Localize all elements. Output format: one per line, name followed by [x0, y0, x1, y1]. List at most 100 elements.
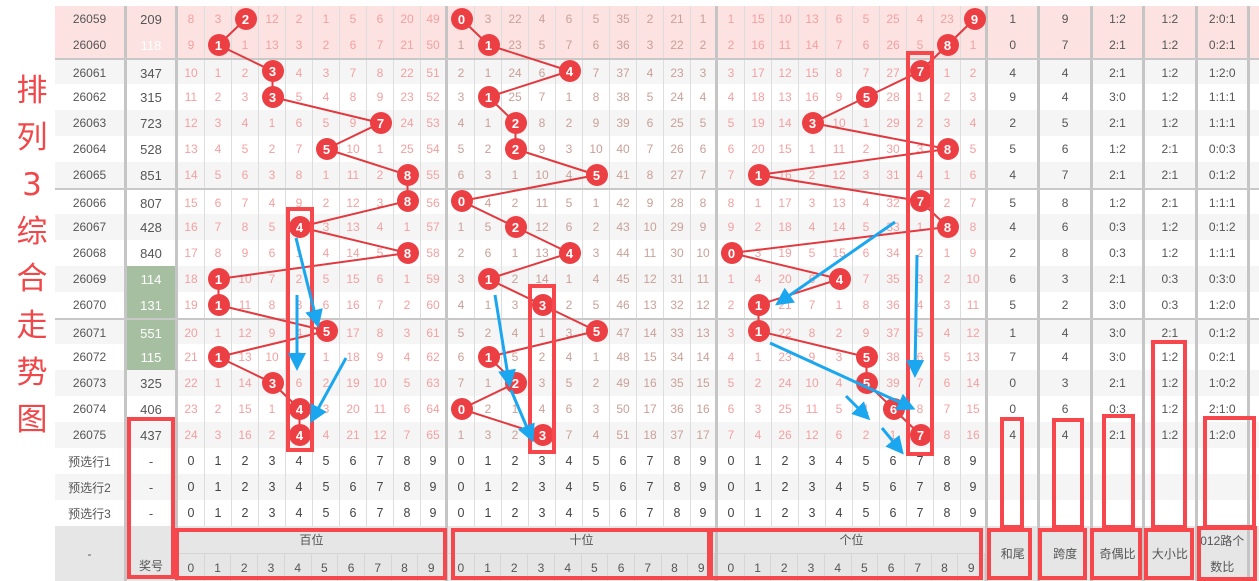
preselect-digit[interactable]: 2: [232, 500, 259, 526]
preselect-digit[interactable]: 5: [853, 474, 880, 500]
preselect-digit[interactable]: 3: [259, 474, 286, 500]
preselect-digit[interactable]: 6: [610, 474, 637, 500]
preselect-digit[interactable]: 2: [772, 500, 799, 526]
preselect-digit[interactable]: 9: [421, 474, 448, 500]
preselect-digit[interactable]: 6: [610, 500, 637, 526]
preselect-digit[interactable]: 5: [583, 500, 610, 526]
preselect-digit[interactable]: 4: [556, 448, 583, 474]
preselect-digit[interactable]: 8: [394, 500, 421, 526]
preselect-digit[interactable]: 1: [475, 474, 502, 500]
preselect-digit[interactable]: 0: [448, 474, 475, 500]
preselect-digit[interactable]: 1: [205, 500, 232, 526]
preselect-digit[interactable]: 2: [232, 448, 259, 474]
preselect-digit[interactable]: 1: [745, 448, 772, 474]
preselect-digit[interactable]: 9: [691, 500, 718, 526]
preselect-digit[interactable]: 3: [529, 474, 556, 500]
preselect-digit[interactable]: 7: [367, 448, 394, 474]
preselect-digit[interactable]: 5: [853, 500, 880, 526]
preselect-digit[interactable]: 3: [799, 448, 826, 474]
preselect-digit[interactable]: 4: [556, 500, 583, 526]
preselect-digit[interactable]: 9: [421, 500, 448, 526]
preselect-digit[interactable]: 6: [340, 474, 367, 500]
preselect-digit[interactable]: 7: [367, 500, 394, 526]
preselect-digit[interactable]: 4: [826, 448, 853, 474]
preselect-digit[interactable]: 6: [610, 448, 637, 474]
preselect-digit[interactable]: 4: [826, 500, 853, 526]
preselect-digit[interactable]: 1: [475, 500, 502, 526]
preselect-digit[interactable]: 9: [961, 448, 988, 474]
stat-cell: 1:2: [1145, 32, 1198, 58]
preselect-digit[interactable]: 5: [313, 448, 340, 474]
miss-cell: 46: [610, 292, 637, 318]
preselect-digit[interactable]: 6: [340, 500, 367, 526]
preselect-digit[interactable]: 8: [664, 500, 691, 526]
preselect-digit[interactable]: 4: [556, 474, 583, 500]
preselect-digit[interactable]: 8: [394, 474, 421, 500]
preselect-digit[interactable]: 2: [772, 474, 799, 500]
preselect-digit[interactable]: 0: [718, 500, 745, 526]
preselect-digit[interactable]: 9: [691, 448, 718, 474]
preselect-digit[interactable]: 0: [448, 448, 475, 474]
preselect-digit[interactable]: 4: [826, 474, 853, 500]
preselect-digit[interactable]: 0: [718, 474, 745, 500]
preselect-digit[interactable]: 2: [772, 448, 799, 474]
preselect-digit[interactable]: 3: [799, 474, 826, 500]
preselect-digit[interactable]: 9: [691, 474, 718, 500]
preselect-digit[interactable]: 0: [178, 474, 205, 500]
preselect-digit[interactable]: 8: [934, 448, 961, 474]
preselect-digit[interactable]: 9: [421, 448, 448, 474]
preselect-digit[interactable]: 8: [394, 448, 421, 474]
preselect-digit[interactable]: 2: [502, 500, 529, 526]
preselect-digit[interactable]: 6: [340, 448, 367, 474]
preselect-digit[interactable]: 0: [718, 448, 745, 474]
preselect-digit[interactable]: 7: [637, 448, 664, 474]
miss-cell: 4: [313, 422, 340, 448]
stat-cell: 5: [988, 136, 1041, 162]
preselect-digit[interactable]: 2: [232, 474, 259, 500]
preselect-digit[interactable]: 5: [583, 474, 610, 500]
preselect-digit[interactable]: 1: [745, 474, 772, 500]
hit-ball: 0: [450, 190, 473, 212]
preselect-digit[interactable]: 2: [502, 474, 529, 500]
preselect-digit[interactable]: 1: [205, 474, 232, 500]
preselect-digit[interactable]: 5: [583, 448, 610, 474]
preselect-digit[interactable]: 2: [502, 448, 529, 474]
preselect-digit[interactable]: 1: [475, 448, 502, 474]
preselect-digit[interactable]: 5: [313, 500, 340, 526]
miss-cell: 35: [664, 370, 691, 396]
miss-cell: 3: [718, 320, 745, 346]
footer-digit: 6: [608, 554, 635, 581]
preselect-digit[interactable]: 0: [448, 500, 475, 526]
preselect-digit[interactable]: 1: [745, 500, 772, 526]
preselect-digit[interactable]: 4: [286, 500, 313, 526]
preselect-digit[interactable]: 7: [637, 500, 664, 526]
preselect-digit[interactable]: 1: [205, 448, 232, 474]
preselect-digit[interactable]: 7: [907, 474, 934, 500]
preselect-digit[interactable]: 6: [880, 448, 907, 474]
preselect-digit[interactable]: 4: [286, 448, 313, 474]
preselect-digit[interactable]: 3: [259, 500, 286, 526]
preselect-digit[interactable]: 6: [880, 474, 907, 500]
preselect-digit[interactable]: 6: [880, 500, 907, 526]
preselect-digit[interactable]: 8: [934, 500, 961, 526]
preselect-digit[interactable]: 8: [664, 448, 691, 474]
preselect-digit[interactable]: 3: [529, 500, 556, 526]
preselect-digit[interactable]: 8: [664, 474, 691, 500]
footer-digit: 9: [958, 554, 986, 581]
preselect-digit[interactable]: 7: [907, 448, 934, 474]
preselect-digit[interactable]: 4: [286, 474, 313, 500]
preselect-digit[interactable]: 7: [907, 500, 934, 526]
preselect-digit[interactable]: 0: [178, 500, 205, 526]
preselect-digit[interactable]: 9: [961, 474, 988, 500]
preselect-digit[interactable]: 3: [529, 448, 556, 474]
preselect-digit[interactable]: 7: [637, 474, 664, 500]
preselect-digit[interactable]: 0: [178, 448, 205, 474]
preselect-digit[interactable]: 3: [259, 448, 286, 474]
miss-cell: 12: [772, 60, 799, 86]
preselect-digit[interactable]: 9: [961, 500, 988, 526]
preselect-digit[interactable]: 3: [799, 500, 826, 526]
preselect-digit[interactable]: 5: [313, 474, 340, 500]
preselect-digit[interactable]: 8: [934, 474, 961, 500]
preselect-digit[interactable]: 7: [367, 474, 394, 500]
preselect-digit[interactable]: 5: [853, 448, 880, 474]
